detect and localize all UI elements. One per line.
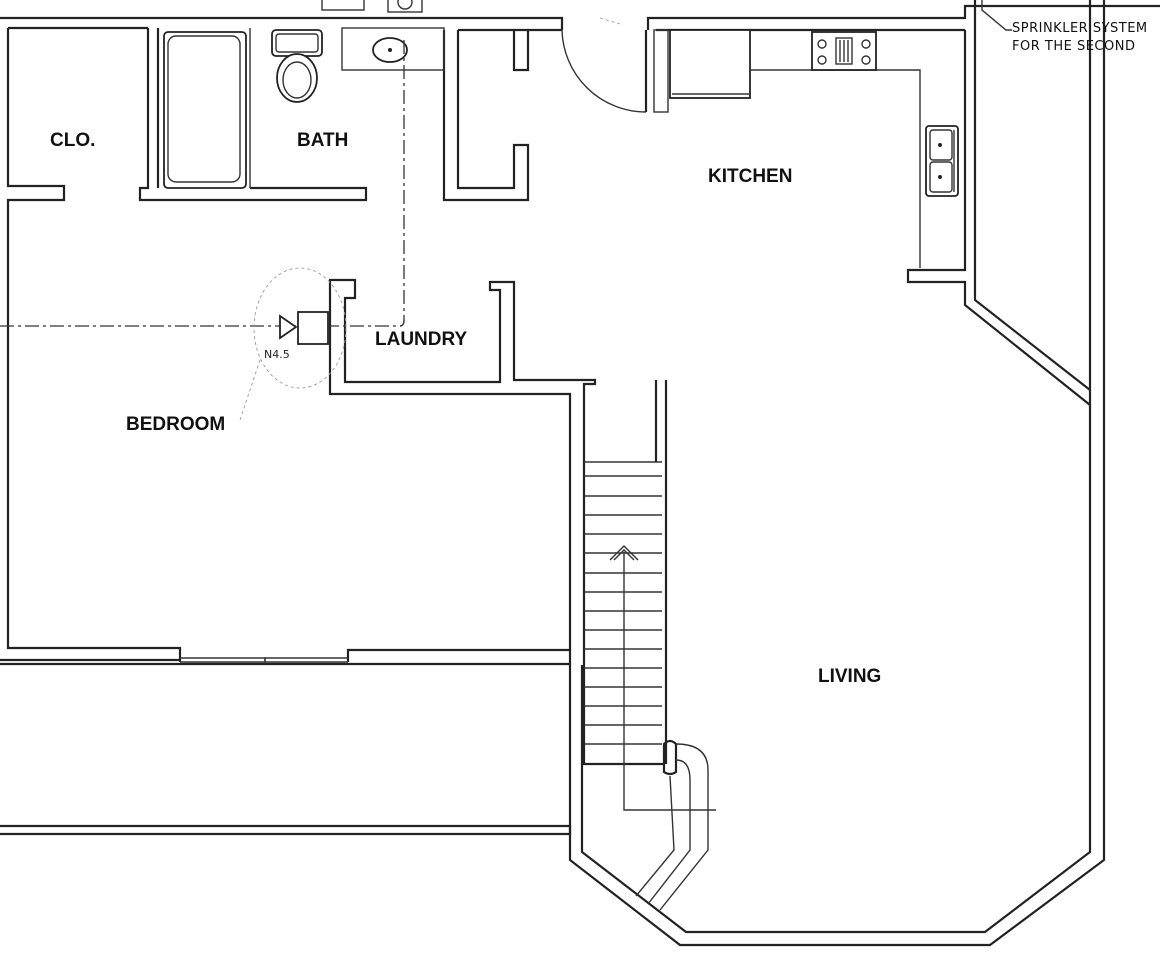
room-label-bedroom: BEDROOM	[126, 414, 225, 435]
kitchen-right-wall	[906, 30, 1091, 406]
bath-walls	[138, 27, 562, 202]
room-label-living: LIVING	[818, 666, 881, 687]
closet-right-wall	[138, 28, 368, 202]
vanity	[341, 27, 445, 71]
bath-right-partition	[442, 30, 530, 202]
room-label-closet: CLO.	[50, 130, 95, 151]
refrigerator	[669, 29, 751, 99]
double-sink-icon	[925, 125, 959, 197]
stair-left-wall	[582, 462, 664, 766]
top-fixtures	[321, 0, 423, 13]
sink-icon	[372, 37, 408, 63]
sprinkler-note: SPRINKLER SYSTEM FOR THE SECOND	[981, 0, 1148, 54]
note-leader	[981, 0, 1012, 31]
valve-icon	[279, 311, 329, 345]
kitchen-right-wall-2	[973, 0, 1091, 391]
up-arrow-icon	[609, 545, 639, 561]
top-wall-left	[0, 16, 564, 30]
stair-direction-line	[623, 552, 716, 811]
bathtub-inner	[167, 35, 241, 183]
note-line-2: FOR THE SECOND	[1012, 39, 1135, 54]
bath-top-partition	[512, 30, 530, 72]
top-wall-kitchen	[646, 4, 1160, 30]
bathtub	[163, 31, 247, 189]
right-wall-outer	[568, 0, 1106, 947]
stair-railing	[662, 739, 678, 776]
note-line-1: SPRINKLER SYSTEM	[1012, 21, 1148, 36]
entry-door	[561, 29, 669, 113]
room-label-kitchen: KITCHEN	[708, 166, 792, 187]
sliding-door-2	[180, 657, 348, 663]
staircase	[582, 380, 716, 911]
room-label-bath: BATH	[297, 130, 348, 151]
bedroom-bottom-wall-right	[328, 278, 597, 662]
deck-wall	[0, 824, 572, 836]
rail-curve-1	[647, 759, 691, 905]
right-wall-inner	[580, 0, 1092, 934]
left-wall-outer	[6, 28, 182, 662]
rail-curve-2	[659, 743, 709, 911]
rail-curve-3	[635, 775, 675, 897]
toilet-icon	[271, 29, 323, 103]
sprinkler-lines	[0, 17, 621, 421]
stove-icon	[811, 31, 877, 71]
riser-tag: N4.5	[264, 348, 290, 361]
room-label-laundry: LAUNDRY	[375, 329, 468, 350]
kitchen-counters	[669, 29, 921, 268]
